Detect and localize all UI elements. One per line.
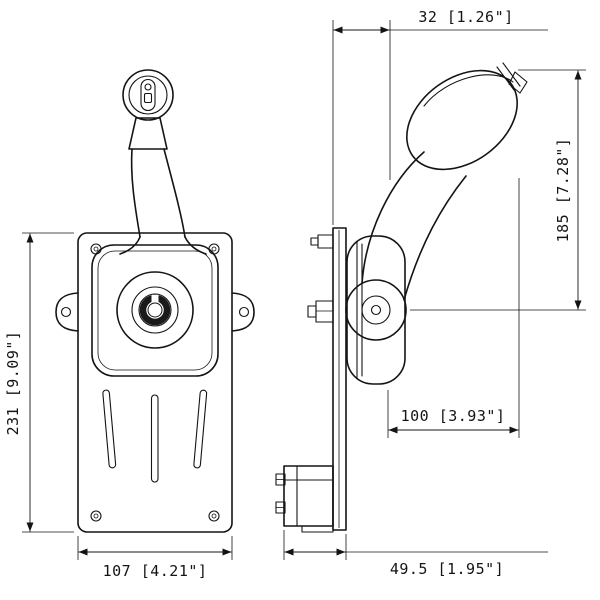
hub-keyway-notch [151,295,159,302]
dim-label-bracket-depth: 49.5 [1.95"] [390,560,504,578]
handle-arm-right-edge [403,175,467,301]
drum-housing [346,235,406,385]
dimension-body-width: 107 [4.21"] [77,536,233,580]
rear-nut-middle [307,300,334,323]
knob-button-dot [144,83,152,91]
front-view [55,69,255,533]
grip-inner-line [423,74,514,107]
mount-ear-left [55,292,79,332]
clamp-bracket [275,465,334,533]
dim-label-top-offset: 32 [1.26"] [418,8,513,26]
hub-boss [116,271,194,349]
dim-label-housing-depth: 100 [3.93"] [401,407,506,425]
hub-center-hole [147,302,163,318]
dim-label-handle-height: 185 [7.28"] [554,138,572,243]
lever-shaft-left [130,148,141,238]
side-view [275,62,528,533]
lever-base-flare-left [119,236,141,255]
mount-ear-right [231,292,255,332]
dimension-bracket-depth: 49.5 [1.95"] [283,530,548,578]
slot-right [193,389,208,469]
knob-button [140,78,156,112]
knob-inner [128,75,168,115]
housing-outline [91,244,219,377]
dim-label-body-width: 107 [4.21"] [103,562,208,580]
pivot-boss-outer [345,279,407,341]
pivot-boss-inner [361,295,391,325]
lever-collar [128,117,168,150]
grip-end-cap-line-2 [502,62,521,87]
dimension-body-height: 231 [9.09"] [4,232,74,533]
pivot-center [370,304,382,316]
grip-end-button [508,71,528,94]
lever-shaft-right [163,148,186,238]
dimension-top-offset: 32 [1.26"] [332,8,548,225]
housing-inner-outline [97,250,213,371]
handle-grip [406,69,518,171]
handle-arm-left-edge [361,151,425,284]
plate-edge [332,227,347,531]
dimension-handle-height: 185 [7.28"] [410,69,586,311]
mounting-plate [77,232,233,533]
dim-label-body-height: 231 [9.09"] [4,331,22,436]
knob-outer [122,69,174,121]
bracket-foot [301,525,334,533]
plate-slots [102,389,208,483]
dimension-housing-depth: 100 [3.93"] [387,178,520,438]
knob-button-slot [143,92,153,104]
slot-center [150,394,159,483]
slot-left [102,389,117,469]
hub-outer-ring [138,293,172,327]
rear-stud-top [310,234,334,249]
lever-hub [116,271,194,349]
corner-screw-holes [90,243,220,522]
hub-middle-ring [131,286,179,334]
